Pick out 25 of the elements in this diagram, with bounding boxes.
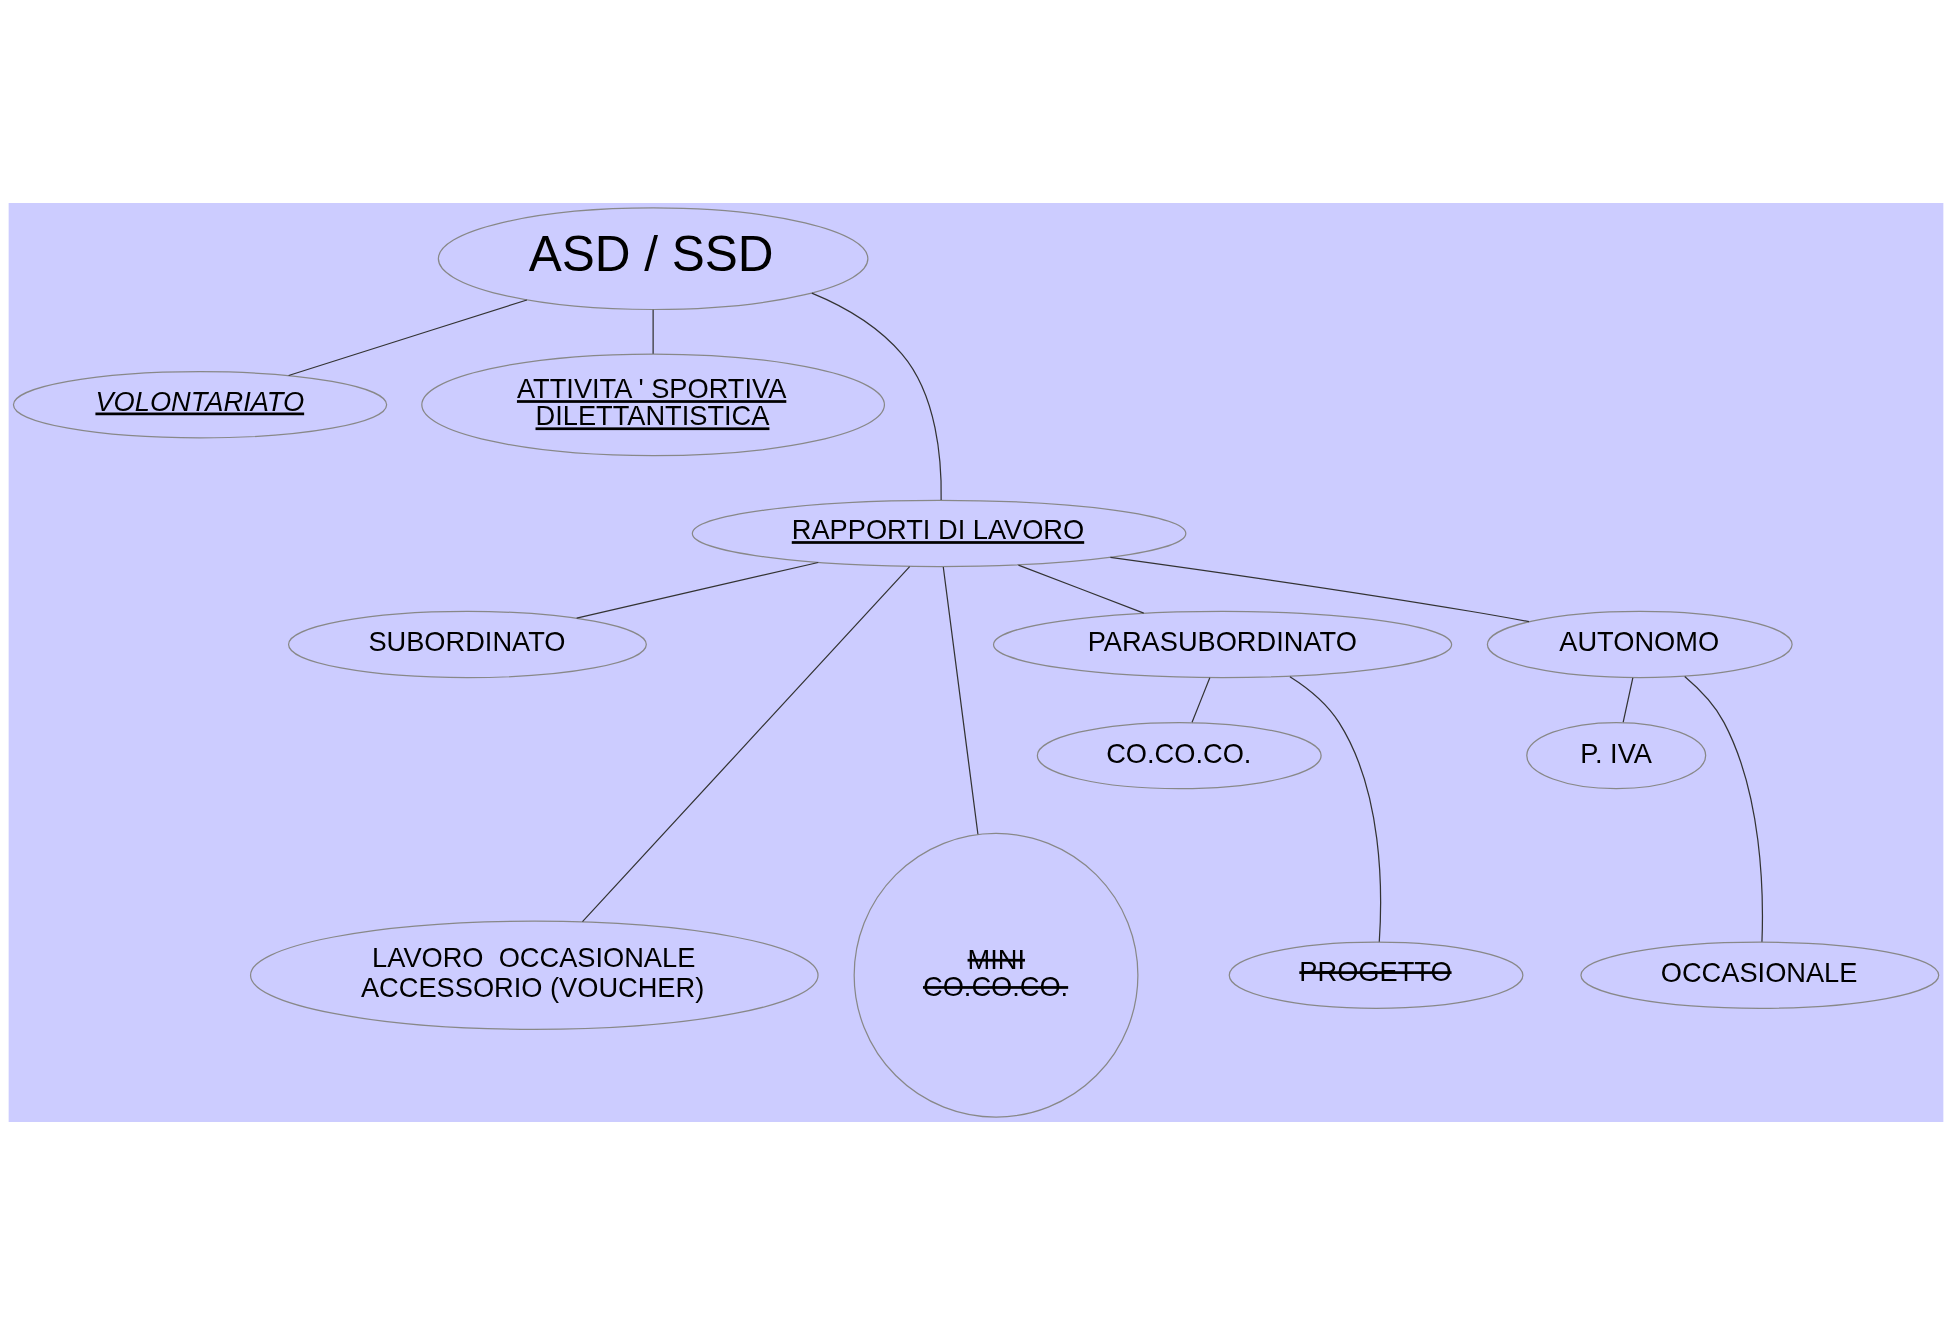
- connector: [1684, 675, 1764, 943]
- node-ellipse: ASD / SSD: [437, 207, 869, 311]
- node-ellipse: OCCASIONALE: [1580, 941, 1940, 1009]
- connector: [811, 292, 942, 501]
- node-ellipse: RAPPORTI DI LAVORO: [691, 499, 1187, 568]
- connector: [942, 566, 979, 835]
- connector: [1622, 677, 1634, 723]
- connector: [581, 566, 911, 923]
- connector: [652, 309, 654, 355]
- connector: [1017, 564, 1145, 614]
- node-ellipse: ATTIVITA ' SPORTIVA DILETTANTISTICA: [421, 353, 886, 457]
- connector: [288, 299, 528, 377]
- node-ellipse: VOLONTARIATO: [12, 371, 388, 439]
- node-circle: MINI CO.CO.CO.: [853, 832, 1139, 1118]
- node-ellipse: PROGETTO: [1228, 941, 1524, 1009]
- node-ellipse: AUTONOMO: [1486, 610, 1793, 679]
- node-ellipse: CO.CO.CO.: [1036, 721, 1322, 790]
- connector: [1191, 677, 1211, 723]
- node-ellipse: SUBORDINATO: [287, 610, 647, 679]
- connector: [576, 561, 819, 619]
- node-ellipse: LAVORO OCCASIONALE ACCESSORIO (VOUCHER): [249, 920, 819, 1030]
- node-ellipse: P. IVA: [1526, 721, 1707, 790]
- node-ellipse: PARASUBORDINATO: [992, 610, 1453, 679]
- connector: [1109, 556, 1530, 623]
- connector: [1289, 676, 1382, 943]
